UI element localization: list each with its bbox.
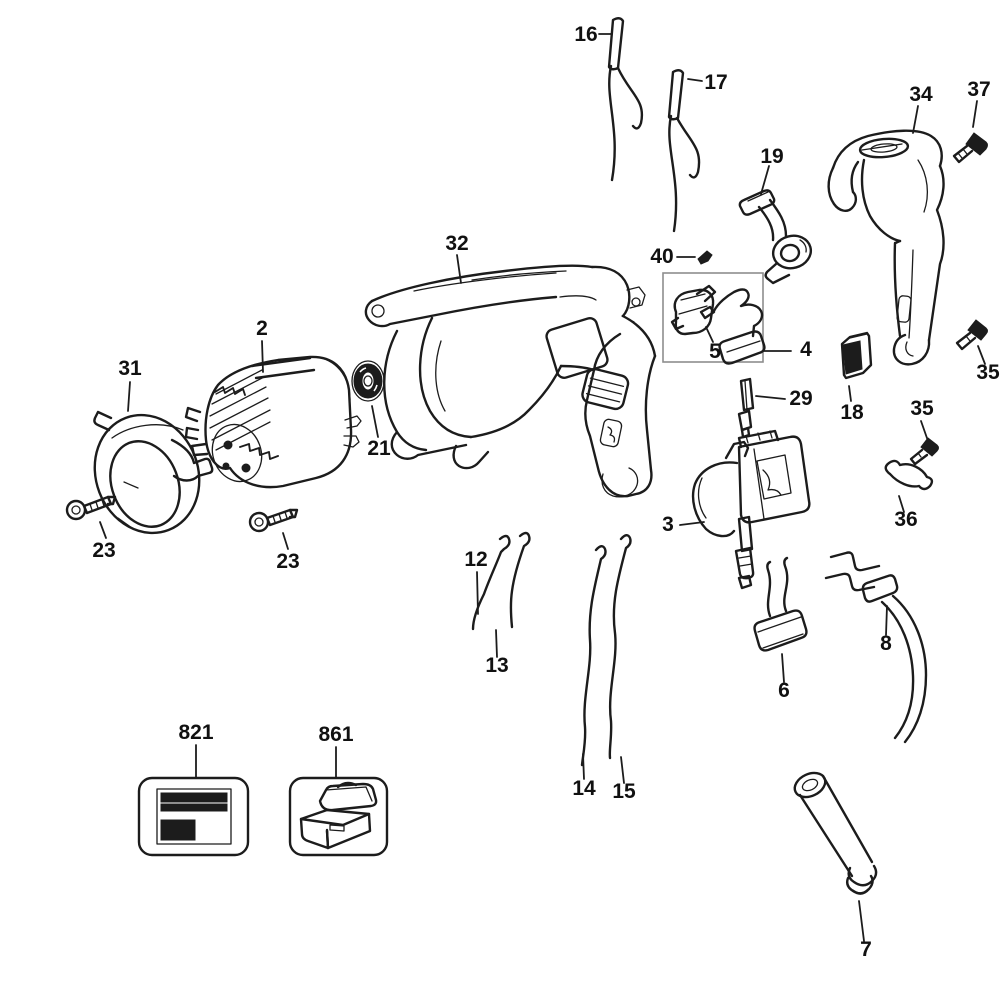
- leader-35-lower: [920, 420, 929, 442]
- leader-5: [705, 326, 714, 343]
- part-37-screw: [952, 132, 988, 164]
- leader-15: [620, 756, 625, 784]
- part-14-wire: [580, 545, 607, 767]
- part-label-16: 16: [574, 23, 597, 46]
- part-label-4: 4: [800, 338, 812, 361]
- part-35-screw-lower: [909, 437, 939, 466]
- part-7-side-handle: [793, 771, 878, 895]
- leader-6: [781, 653, 785, 683]
- leader-23-right: [282, 532, 289, 550]
- part-36-wire-clip: [884, 459, 934, 491]
- part-31-baffle-ring: [93, 410, 214, 535]
- part-21-bearing: [351, 360, 385, 402]
- leader-37: [972, 100, 978, 128]
- part-label-34: 34: [909, 83, 933, 106]
- leader-19: [760, 165, 770, 195]
- part-label-18: 18: [840, 401, 864, 424]
- part-29-pin: [737, 377, 755, 439]
- part-861-kitbox: [288, 776, 389, 857]
- part-label-2: 2: [256, 317, 268, 340]
- leader-8: [885, 605, 888, 636]
- leader-7: [858, 900, 865, 942]
- part-13-wire: [509, 531, 531, 629]
- leader-lines: [99, 33, 986, 942]
- part-label-5: 5: [709, 340, 721, 363]
- part-number-labels: 16 17 19 34 37 40 32 2 31 21 23 23 4 5 2…: [92, 23, 1000, 961]
- part-16-lead-wire: [607, 17, 644, 182]
- part-821-nameplate: [137, 776, 250, 857]
- part-label-35-lower: 35: [910, 397, 934, 420]
- leader-23-left: [99, 521, 107, 539]
- leader-21: [371, 405, 379, 438]
- part-label-31: 31: [118, 357, 142, 380]
- part-group-4: [662, 272, 766, 365]
- part-label-13: 13: [485, 654, 508, 677]
- part-label-35-upper: 35: [976, 361, 1000, 384]
- part-35-screw-upper: [955, 319, 988, 351]
- part-label-40: 40: [650, 245, 673, 268]
- part-label-17: 17: [704, 71, 727, 94]
- part-8-power-cord: [824, 551, 928, 744]
- part-15-wire: [608, 534, 632, 760]
- group-4-box: [662, 272, 764, 363]
- part-label-32: 32: [445, 232, 468, 255]
- leader-36: [898, 495, 905, 513]
- leader-3: [679, 521, 705, 526]
- part-label-23-right: 23: [276, 550, 299, 573]
- part-34-handle-housing: [827, 129, 945, 366]
- part-label-15: 15: [612, 780, 636, 803]
- part-23-screw-right: [248, 508, 299, 533]
- part-label-37: 37: [967, 78, 990, 101]
- leader-13: [495, 629, 498, 658]
- part-19-brush-holder-bracket: [738, 189, 813, 285]
- part-label-6: 6: [778, 679, 790, 702]
- leader-29: [755, 395, 786, 400]
- leader-14: [582, 753, 585, 780]
- part-label-861: 861: [318, 723, 353, 746]
- leader-34: [912, 105, 919, 134]
- leader-31: [127, 381, 131, 412]
- part-label-12: 12: [464, 548, 487, 571]
- part-label-3: 3: [662, 513, 674, 536]
- part-label-23-left: 23: [92, 539, 115, 562]
- part-label-821: 821: [178, 721, 213, 744]
- part-4-brush-holder: [670, 284, 717, 336]
- part-label-7: 7: [860, 938, 872, 961]
- leader-18: [848, 385, 852, 402]
- leader-35-upper: [977, 345, 986, 365]
- part-32-motor-housing: [364, 264, 657, 498]
- part-18-brush-block: [840, 331, 873, 380]
- part-label-29: 29: [789, 387, 812, 410]
- part-3-trigger-switch: [691, 429, 811, 590]
- leader-12: [476, 571, 479, 615]
- leader-2: [261, 340, 264, 373]
- part-label-19: 19: [760, 145, 783, 168]
- part-17-lead-wire: [667, 69, 701, 233]
- leader-32: [456, 254, 462, 284]
- part-label-21: 21: [367, 437, 391, 460]
- part-label-36: 36: [894, 508, 917, 531]
- part-6-capacitor: [753, 556, 808, 652]
- part-40-screw: [697, 250, 713, 265]
- part-label-14: 14: [572, 777, 596, 800]
- leader-17: [687, 78, 703, 82]
- part-23-screw-left: [65, 495, 117, 521]
- part-4-brush: [712, 288, 766, 365]
- part-label-8: 8: [880, 632, 892, 655]
- part-12-wire: [471, 534, 511, 631]
